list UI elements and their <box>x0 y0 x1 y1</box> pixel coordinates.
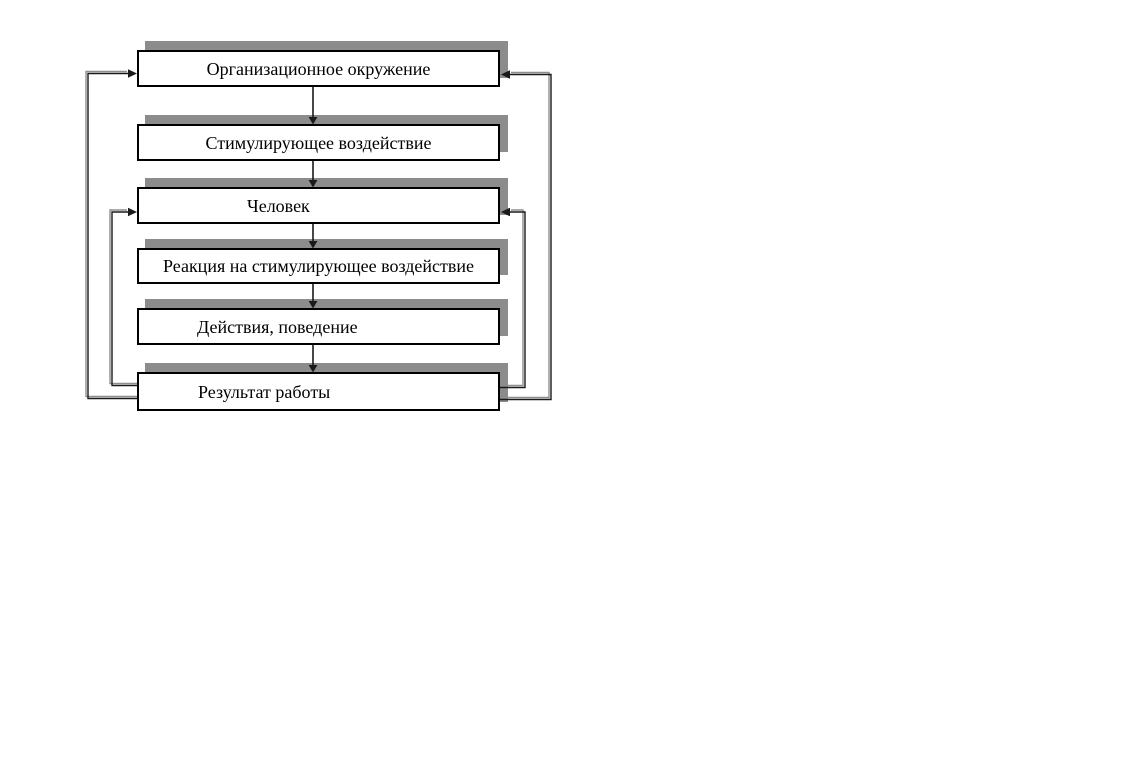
flow-box-label: Организационное окружение <box>206 58 431 79</box>
flow-box-stimulating-influence: Стимулирующее воздействие <box>137 124 500 161</box>
flow-box-person: Человек <box>137 187 500 224</box>
flow-box-organizational-environment: Организационное окружение <box>137 50 500 87</box>
flow-box-work-result: Результат работы <box>137 372 500 411</box>
feedback-arrow-left-inner <box>109 207 137 387</box>
flow-box-label: Результат работы <box>198 381 331 402</box>
flow-box-label: Человек <box>247 195 310 216</box>
flow-box-label: Стимулирующее воздействие <box>205 132 432 153</box>
flow-box-label: Действия, поведение <box>197 316 358 337</box>
flow-box-reaction-to-stimulating-influence: Реакция на стимулирующее воздействие <box>137 248 500 284</box>
feedback-arrow-right-inner <box>500 207 526 389</box>
flow-box-label: Реакция на стимулирующее воздействие <box>162 256 475 276</box>
feedback-arrow-left-outer <box>85 69 137 400</box>
flow-box-actions-behavior: Действия, поведение <box>137 308 500 345</box>
